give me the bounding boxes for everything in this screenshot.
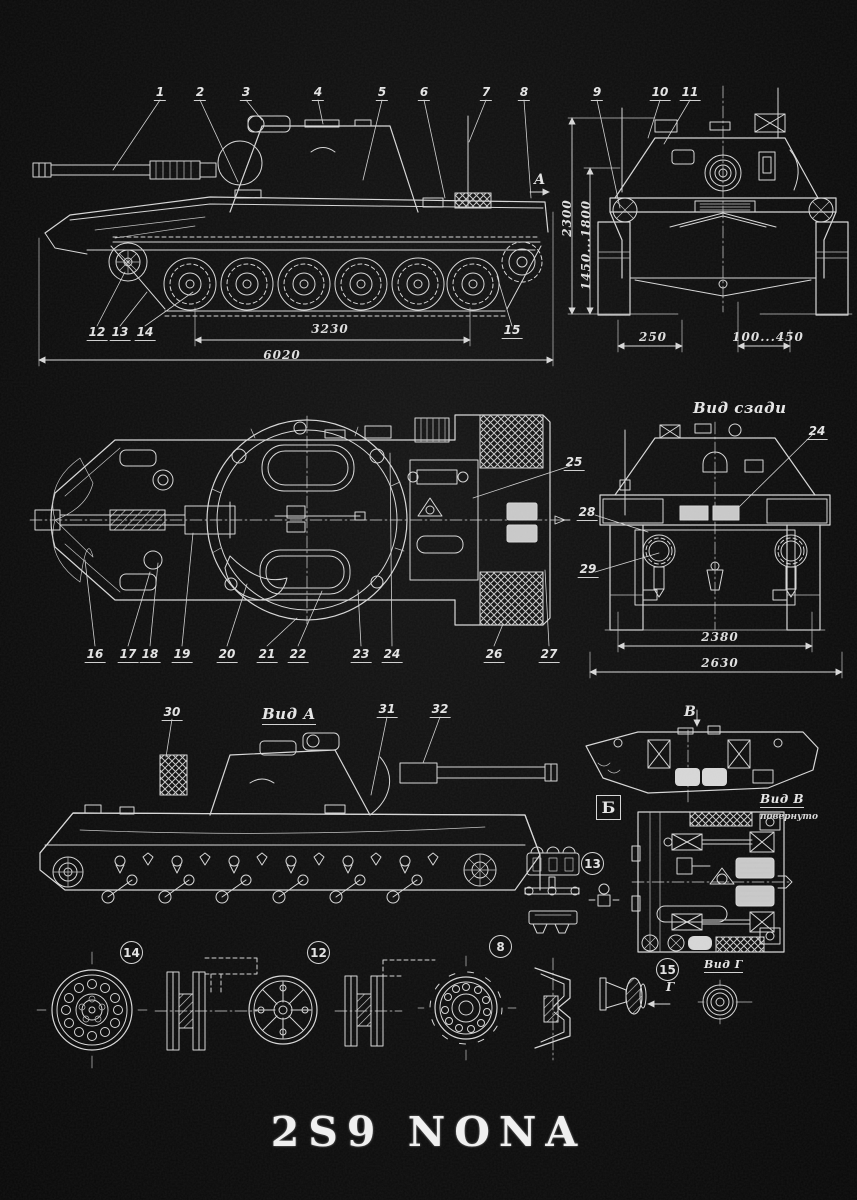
detail-badge-15: 15 [656, 958, 679, 981]
callout-15: 15 [501, 323, 523, 339]
callout-20: 20 [216, 647, 238, 663]
dimension-100-450: 100...450 [732, 330, 804, 344]
page-title: 2S9 NONA [270, 1108, 587, 1156]
front-dimensions [567, 117, 853, 353]
callout-26: 26 [483, 647, 505, 663]
callout-21: 21 [256, 647, 278, 663]
dimension-6020: 6020 [263, 348, 301, 362]
view-label-b: Вид В [760, 792, 805, 808]
callout-9: 9 [590, 85, 604, 101]
callout-32: 32 [429, 702, 451, 718]
callout-17: 17 [117, 647, 139, 663]
detail-badge-8: 8 [489, 935, 512, 958]
dimension-2380: 2380 [701, 630, 739, 644]
wheel-section [154, 957, 258, 1051]
plan-view-drawing [29, 414, 571, 647]
hull [44, 115, 549, 255]
roadwheel-14-drawing [36, 951, 258, 1069]
callout-11: 11 [679, 85, 701, 101]
callout-31: 31 [376, 702, 398, 718]
callout-23: 23 [350, 647, 372, 663]
callout-28: 28 [576, 505, 598, 521]
dimension-250: 250 [638, 330, 668, 344]
view-a-drawing [39, 716, 558, 904]
callout-25: 25 [563, 455, 585, 471]
callout-4: 4 [311, 85, 325, 101]
view-label-a: Вид А [262, 705, 316, 725]
view-a-leaders [165, 716, 441, 796]
dimension-2300: 2300 [560, 199, 574, 237]
sprocket-section [534, 957, 571, 1061]
view-label-g: Вид Г [704, 958, 743, 973]
dimension-3230: 3230 [311, 322, 349, 336]
view-a-suspension [52, 852, 497, 904]
link-end-view [588, 883, 620, 907]
upper-assembly [663, 831, 775, 853]
view-b-detail-drawing [631, 811, 793, 953]
running-gear [108, 236, 543, 317]
callout-29: 29 [577, 562, 599, 578]
wheel-front [36, 951, 148, 1069]
dimension-2630: 2630 [701, 656, 739, 670]
callout-14: 14 [134, 325, 156, 341]
callout-27: 27 [538, 647, 560, 663]
dimension-1450-1800: 1450...1800 [579, 199, 593, 291]
detail-badge-14: 14 [120, 941, 143, 964]
callout-22: 22 [287, 647, 309, 663]
torsion-row [101, 852, 439, 904]
callout-7: 7 [479, 85, 493, 101]
rear-leader-lines [594, 433, 814, 573]
callout-8: 8 [517, 85, 531, 101]
view-label-rear: Вид сзади [693, 399, 787, 417]
callout-24-rear: 24 [806, 424, 828, 440]
callout-18: 18 [139, 647, 161, 663]
callout-30: 30 [161, 705, 183, 721]
view-label-b-sub: повернуто [760, 812, 818, 822]
gun-barrel [32, 140, 263, 186]
callout-1: 1 [153, 85, 167, 101]
callout-12: 12 [86, 325, 108, 341]
section-marker-b-box: Б [596, 795, 621, 820]
marker-g: Г [666, 980, 675, 994]
view-a-gun [399, 762, 558, 784]
callout-19: 19 [171, 647, 193, 663]
front-view-drawing [567, 85, 853, 353]
callout-2: 2 [193, 85, 207, 101]
callout-10: 10 [649, 85, 671, 101]
callout-13: 13 [109, 325, 131, 341]
front-leader-lines [596, 99, 691, 209]
link-top-view [526, 846, 580, 876]
detail-badge-13: 13 [581, 852, 604, 875]
callout-6: 6 [417, 85, 431, 101]
callout-3: 3 [239, 85, 253, 101]
callout-16: 16 [84, 647, 106, 663]
detail-badge-12: 12 [307, 941, 330, 964]
sprocket-front [417, 955, 517, 1061]
track-link-13-drawing [524, 846, 620, 934]
wheel-front [248, 975, 318, 1045]
front-turret [614, 87, 819, 199]
view-a-turret [209, 732, 390, 816]
marker-a: А [534, 172, 546, 188]
marker-v: В [684, 704, 696, 720]
road-wheels [163, 257, 500, 311]
callout-5: 5 [375, 85, 389, 101]
link-pin-view [524, 876, 580, 896]
callout-24-plan: 24 [381, 647, 403, 663]
